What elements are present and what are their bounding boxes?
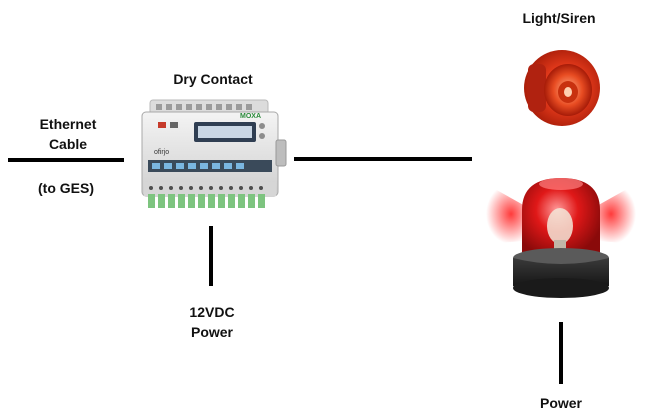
power-12vdc-line [209, 226, 213, 286]
device-brand-text: ofirjo [154, 149, 169, 156]
power-12vdc-line2: Power [190, 324, 233, 340]
beacon-light-icon [486, 178, 636, 298]
ethernet-cable-label: Ethernet Cable [28, 114, 108, 154]
dry-contact-label: Dry Contact [173, 71, 253, 87]
to-ges-label: (to GES) [38, 180, 94, 196]
light-siren-label: Light/Siren [522, 10, 596, 26]
device-model-text: MOXA [240, 113, 261, 120]
alarm-power-line [559, 322, 563, 384]
power-12vdc-line1: 12VDC [189, 304, 235, 320]
ethernet-label-line2: Cable [48, 136, 88, 152]
power-label: Power [539, 395, 582, 411]
ethernet-cable-line [8, 158, 124, 162]
device-to-alarm-line [294, 157, 472, 161]
ethernet-label-line1: Ethernet [39, 116, 97, 132]
power-12vdc-label: 12VDC Power [172, 302, 252, 342]
dry-contact-controller-icon: ofirjo MOXA [141, 99, 287, 208]
siren-icon [524, 50, 600, 126]
